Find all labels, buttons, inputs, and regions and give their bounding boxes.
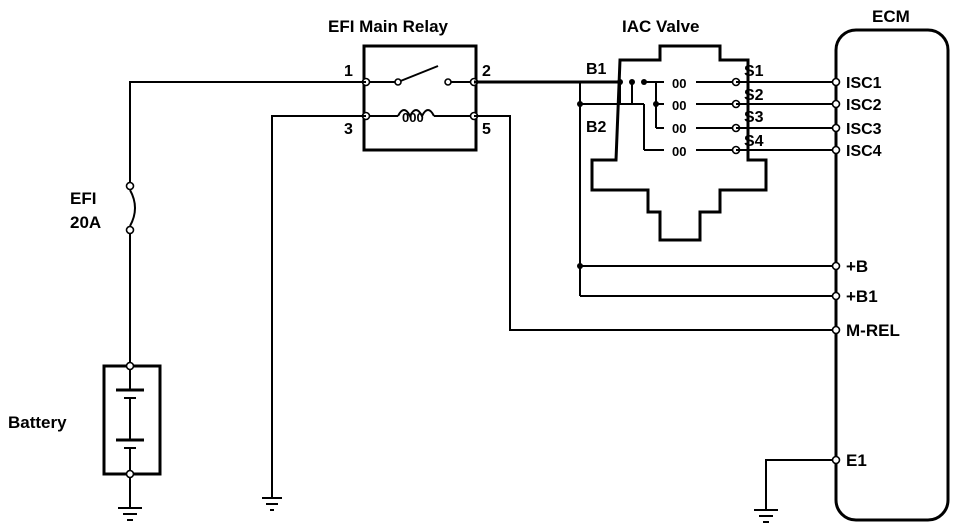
ground-symbol-relay xyxy=(262,497,282,511)
ecm-pin-m-rel: M-REL xyxy=(846,321,900,340)
ecm-pin-plus-b1: +B1 xyxy=(846,287,878,306)
ground-symbol-ecm xyxy=(754,509,778,523)
iac-title: IAC Valve xyxy=(622,17,700,36)
relay-coil: 000 xyxy=(368,109,472,125)
iac-pin-s2: S2 xyxy=(744,87,764,104)
ground-symbol-battery xyxy=(118,507,142,521)
ecm-pin-isc3: ISC3 xyxy=(846,121,882,138)
fuse-name: EFI xyxy=(70,189,96,208)
relay-switch xyxy=(368,65,472,86)
ecm-pin-isc2: ISC2 xyxy=(846,97,882,114)
relay-box xyxy=(362,44,478,152)
ecm-pin-isc1: ISC1 xyxy=(846,75,882,92)
relay-pin-5: 5 xyxy=(482,121,491,138)
iac-coils: 00 00 00 00 xyxy=(672,76,686,159)
svg-text:00: 00 xyxy=(672,98,686,113)
ecm-pin-isc4: ISC4 xyxy=(846,143,882,160)
relay-title: EFI Main Relay xyxy=(328,17,449,36)
svg-text:000: 000 xyxy=(402,110,424,125)
fuse-symbol xyxy=(125,181,136,235)
relay-pin-2: 2 xyxy=(482,63,491,80)
ecm-box xyxy=(834,28,950,522)
svg-text:00: 00 xyxy=(672,121,686,136)
battery-box xyxy=(102,364,162,476)
iac-pin-b2: B2 xyxy=(586,119,607,136)
iac-valve-body xyxy=(590,44,768,242)
relay-pin-1: 1 xyxy=(344,63,353,80)
iac-pin-b1: B1 xyxy=(586,61,607,78)
battery-cells xyxy=(116,366,144,508)
iac-pin-s1: S1 xyxy=(744,63,764,80)
battery-label: Battery xyxy=(8,413,67,432)
svg-text:00: 00 xyxy=(672,144,686,159)
relay-pin-3: 3 xyxy=(344,121,353,138)
ecm-pin-e1: E1 xyxy=(846,451,867,470)
ecm-pin-plus-b: +B xyxy=(846,257,868,276)
iac-pin-s4: S4 xyxy=(744,133,764,150)
iac-pin-s3: S3 xyxy=(744,109,764,126)
ecm-title: ECM xyxy=(872,7,910,26)
fuse-rating: 20A xyxy=(70,213,101,232)
svg-text:00: 00 xyxy=(672,76,686,91)
